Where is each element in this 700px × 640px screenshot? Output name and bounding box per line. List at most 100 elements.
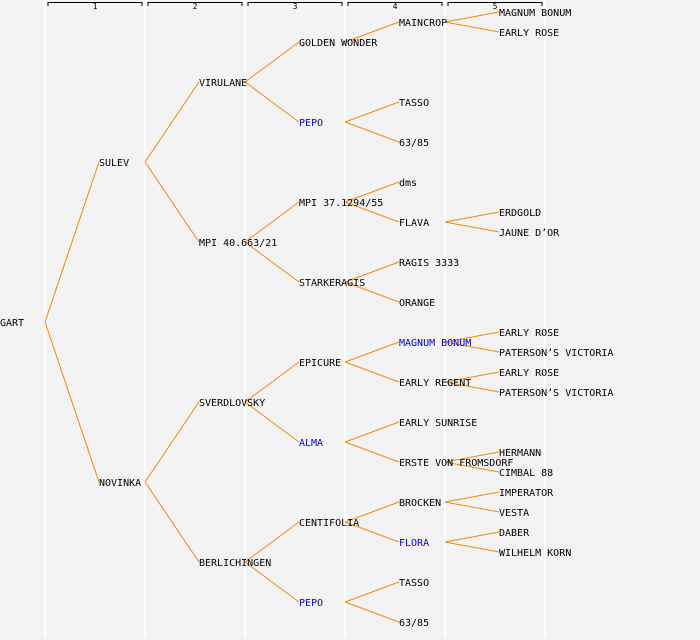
pedigree-node-flora[interactable]: FLORA bbox=[399, 538, 429, 549]
tree-edges bbox=[44, 11, 500, 623]
tree-nodes: GART SULEV VIRULANE GOLDEN WONDER MAINCROP MA… bbox=[0, 8, 613, 629]
pedigree-node-early-regent[interactable]: EARLY REGENT bbox=[399, 378, 471, 389]
pedigree-node-paterson-s-victoria[interactable]: PATERSON’S VICTORIA bbox=[499, 388, 613, 399]
tree-edge bbox=[444, 531, 500, 543]
tree-edge bbox=[344, 201, 400, 223]
pedigree-node-dms[interactable]: dms bbox=[399, 178, 417, 189]
tree-edge bbox=[444, 331, 500, 343]
tree-edge bbox=[344, 341, 400, 363]
pedigree-node-alma[interactable]: ALMA bbox=[299, 438, 323, 449]
tree-edge bbox=[144, 161, 200, 243]
tree-edge bbox=[344, 361, 400, 383]
tree-edge bbox=[344, 261, 400, 283]
pedigree-node-ragis-3333[interactable]: RAGIS 3333 bbox=[399, 258, 459, 269]
pedigree-node-flava[interactable]: FLAVA bbox=[399, 218, 429, 229]
pedigree-node-pepo[interactable]: PEPO bbox=[299, 118, 323, 129]
pedigree-node-pepo[interactable]: PEPO bbox=[299, 598, 323, 609]
tree-edge bbox=[144, 401, 200, 483]
tree-edge bbox=[344, 501, 400, 523]
tree-edge bbox=[444, 501, 500, 513]
pedigree-node-magnum-bonum[interactable]: MAGNUM BONUM bbox=[499, 8, 571, 19]
pedigree-node-paterson-s-victoria[interactable]: PATERSON’S VICTORIA bbox=[499, 348, 613, 359]
pedigree-node-sulev[interactable]: SULEV bbox=[99, 158, 129, 169]
pedigree-node-early-rose[interactable]: EARLY ROSE bbox=[499, 28, 559, 39]
pedigree-node-sverdlovsky[interactable]: SVERDLOVSKY bbox=[199, 398, 265, 409]
tree-edge bbox=[144, 81, 200, 163]
tree-edge bbox=[444, 21, 500, 33]
pedigree-node-maincrop[interactable]: MAINCROP bbox=[399, 18, 447, 29]
generation-header-label: 4 bbox=[393, 2, 398, 11]
generation-bracket bbox=[347, 2, 443, 6]
tree-edge bbox=[244, 521, 300, 563]
tree-edge bbox=[444, 211, 500, 223]
tree-edge bbox=[444, 381, 500, 393]
generation-column-dividers bbox=[44, 0, 546, 638]
pedigree-node-tasso[interactable]: TASSO bbox=[399, 98, 429, 109]
pedigree-node-golden-wonder[interactable]: GOLDEN WONDER bbox=[299, 38, 378, 49]
tree-edge bbox=[244, 201, 300, 243]
generation-header-label: 3 bbox=[293, 2, 298, 11]
pedigree-node-wilhelm-korn[interactable]: WILHELM KORN bbox=[499, 548, 571, 559]
pedigree-node-orange[interactable]: ORANGE bbox=[399, 298, 435, 309]
pedigree-node-hermann[interactable]: HERMANN bbox=[499, 448, 541, 459]
pedigree-node-virulane[interactable]: VIRULANE bbox=[199, 78, 247, 89]
tree-edge bbox=[344, 521, 400, 543]
generation-bracket bbox=[147, 2, 243, 6]
tree-edge bbox=[444, 491, 500, 503]
generation-headers: 1 2 3 4 5 bbox=[47, 2, 543, 11]
pedigree-node-63-85[interactable]: 63/85 bbox=[399, 138, 429, 149]
generation-header-label: 1 bbox=[93, 2, 98, 11]
tree-edge bbox=[244, 81, 300, 123]
tree-edge bbox=[344, 21, 400, 43]
tree-edge bbox=[44, 161, 100, 323]
pedigree-node-gart[interactable]: GART bbox=[0, 318, 24, 329]
pedigree-node-63-85[interactable]: 63/85 bbox=[399, 618, 429, 629]
pedigree-node-erste-von-fromsdorf[interactable]: ERSTE VON FROMSDORF bbox=[399, 458, 513, 469]
tree-edge bbox=[244, 361, 300, 403]
tree-edge bbox=[444, 221, 500, 233]
pedigree-node-imperator[interactable]: IMPERATOR bbox=[499, 488, 554, 499]
tree-edge bbox=[344, 121, 400, 143]
tree-edge bbox=[344, 581, 400, 603]
tree-edge bbox=[444, 371, 500, 383]
pedigree-node-early-sunrise[interactable]: EARLY SUNRISE bbox=[399, 418, 477, 429]
generation-bracket bbox=[47, 2, 143, 6]
pedigree-node-novinka[interactable]: NOVINKA bbox=[99, 478, 141, 489]
tree-edge bbox=[344, 281, 400, 303]
pedigree-node-vesta[interactable]: VESTA bbox=[499, 508, 529, 519]
pedigree-node-centifolia[interactable]: CENTIFOLIA bbox=[299, 518, 359, 529]
tree-edge bbox=[444, 461, 500, 473]
tree-edge bbox=[244, 41, 300, 83]
tree-edge bbox=[444, 341, 500, 353]
tree-edge bbox=[244, 241, 300, 283]
generation-bracket bbox=[247, 2, 343, 6]
tree-edge bbox=[344, 441, 400, 463]
pedigree-node-epicure[interactable]: EPICURE bbox=[299, 358, 341, 369]
tree-edge bbox=[244, 401, 300, 443]
pedigree-node-tasso[interactable]: TASSO bbox=[399, 578, 429, 589]
pedigree-node-early-rose[interactable]: EARLY ROSE bbox=[499, 368, 559, 379]
tree-edge bbox=[444, 451, 500, 463]
pedigree-node-daber[interactable]: DABER bbox=[499, 528, 530, 539]
tree-edge bbox=[344, 181, 400, 203]
pedigree-node-brocken[interactable]: BROCKEN bbox=[399, 498, 441, 509]
pedigree-node-berlichingen[interactable]: BERLICHINGEN bbox=[199, 558, 271, 569]
tree-edge bbox=[44, 321, 100, 483]
generation-header-label: 5 bbox=[493, 2, 498, 11]
generation-header-label: 2 bbox=[193, 2, 198, 11]
pedigree-node-magnum-bonum[interactable]: MAGNUM BONUM bbox=[399, 338, 471, 349]
tree-edge bbox=[244, 561, 300, 603]
pedigree-node-erdgold[interactable]: ERDGOLD bbox=[499, 208, 541, 219]
pedigree-node-early-rose[interactable]: EARLY ROSE bbox=[499, 328, 559, 339]
tree-edge bbox=[344, 101, 400, 123]
generation-bracket bbox=[447, 2, 543, 6]
tree-edge bbox=[444, 11, 500, 23]
pedigree-node-jaune-d-or[interactable]: JAUNE D’OR bbox=[499, 228, 560, 239]
pedigree-node-mpi-37-1294-55[interactable]: MPI 37.1294/55 bbox=[299, 198, 383, 209]
tree-edge bbox=[344, 601, 400, 623]
pedigree-node-cimbal-88[interactable]: CIMBAL 88 bbox=[499, 468, 553, 479]
tree-edge bbox=[444, 541, 500, 553]
pedigree-node-starkeragis[interactable]: STARKERAGIS bbox=[299, 278, 365, 289]
pedigree-node-mpi-40-663-21[interactable]: MPI 40.663/21 bbox=[199, 238, 277, 249]
